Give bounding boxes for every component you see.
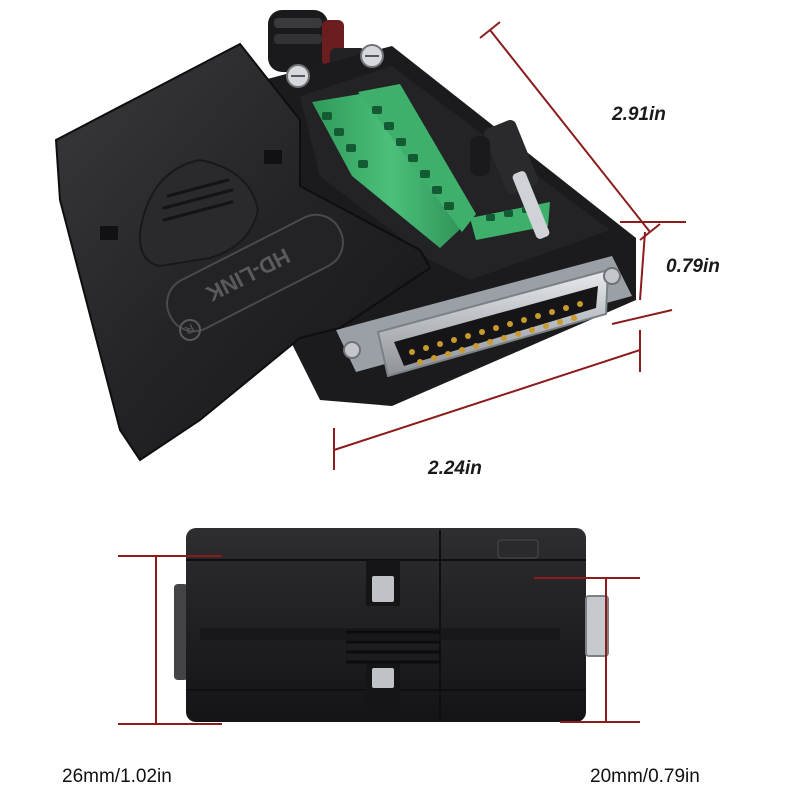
side-dsub-pins xyxy=(585,595,609,657)
registered-mark xyxy=(179,319,201,341)
brand-logo-plate xyxy=(166,213,344,333)
side-right-dimension-label: 20mm/0.79in xyxy=(590,766,700,787)
side-housing xyxy=(186,528,586,722)
height-dimension-label: 2.91in xyxy=(612,104,666,125)
connector-cover-lid: HD-LINK R xyxy=(54,42,432,462)
side-left-dimension-label: 26mm/1.02in xyxy=(62,766,172,787)
width-dimension-label: 2.24in xyxy=(428,458,482,479)
cable-gland xyxy=(268,10,366,78)
lock-bolt-icon xyxy=(470,119,550,239)
connector-top-view: HD-LINK R xyxy=(54,10,636,462)
dsub-connector xyxy=(336,256,632,378)
terminal-block xyxy=(312,84,550,248)
screw-icon xyxy=(286,44,384,88)
side-grip-ridges xyxy=(346,630,440,664)
depth-dimension-label: 0.79in xyxy=(666,256,720,277)
screw-icon xyxy=(366,560,400,712)
dimension-lines-side xyxy=(118,555,640,725)
dimension-lines-top xyxy=(333,21,686,470)
connector-side-view xyxy=(174,528,609,722)
